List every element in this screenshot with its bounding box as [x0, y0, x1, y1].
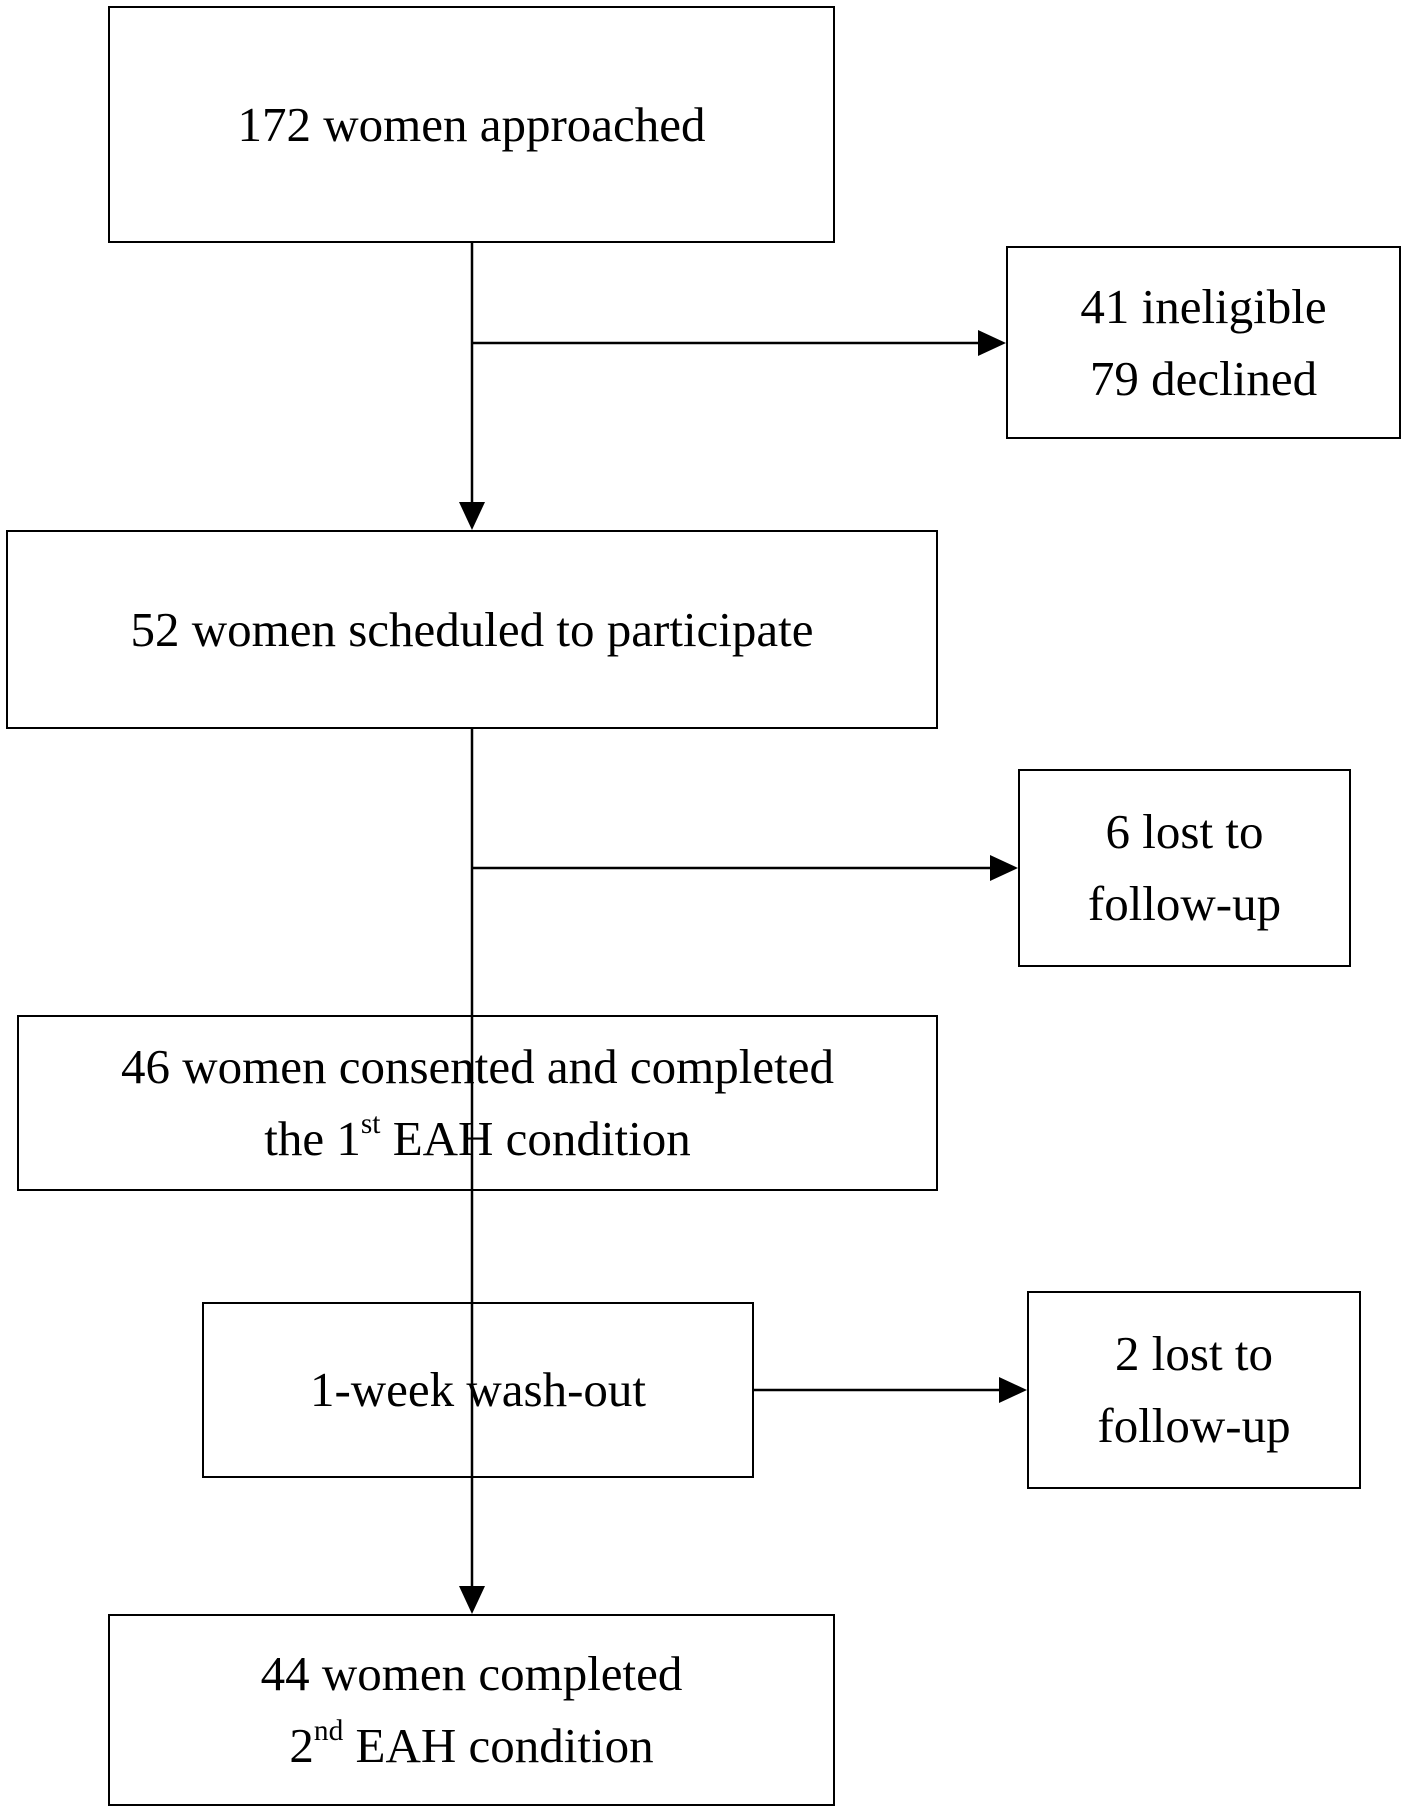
consented-line1-text: 46 women consented and completed — [120, 1039, 834, 1094]
consented-line2-pre: the 1 — [264, 1111, 361, 1166]
box-lost-followup-1: 6 lost to follow-up — [1018, 769, 1351, 967]
consented-line2-sup: st — [360, 1107, 381, 1140]
excluded-declined-text: 79 declined — [1089, 350, 1318, 406]
completed-line2: 2nd EAH condition — [261, 1710, 683, 1782]
box-excluded: 41 ineligible 79 declined — [1006, 246, 1401, 439]
arrowhead-down-scheduled — [459, 502, 485, 530]
box-scheduled: 52 women scheduled to participate — [6, 530, 938, 729]
lost2-followup-text: follow-up — [1097, 1398, 1291, 1453]
box-completed: 44 women completed 2nd EAH condition — [108, 1614, 835, 1806]
lost2-count-text: 2 lost to — [1115, 1326, 1273, 1381]
scheduled-text: 52 women scheduled to participate — [130, 601, 814, 657]
completed-line2-pre: 2 — [289, 1718, 314, 1773]
consented-line2-post: EAH condition — [380, 1111, 691, 1166]
completed-line2-post: EAH condition — [343, 1718, 654, 1773]
arrowhead-right-excluded — [978, 330, 1006, 356]
completed-line2-sup: nd — [313, 1714, 344, 1747]
box-washout: 1-week wash-out — [202, 1302, 754, 1478]
washout-text: 1-week wash-out — [309, 1362, 647, 1417]
arrowhead-right-lost1 — [990, 855, 1018, 881]
arrowhead-down-completed — [459, 1586, 485, 1614]
lost1-count-text: 6 lost to — [1105, 804, 1264, 859]
box-approached: 172 women approached — [108, 6, 835, 243]
box-lost-followup-2: 2 lost to follow-up — [1027, 1291, 1361, 1489]
approached-text: 172 women approached — [237, 96, 706, 152]
excluded-ineligible-text: 41 ineligible — [1080, 278, 1327, 334]
completed-line1-text: 44 women completed — [260, 1646, 683, 1701]
box-consented: 46 women consented and completed the 1st… — [17, 1015, 938, 1191]
consented-line2: the 1st EAH condition — [121, 1103, 834, 1175]
lost1-followup-text: follow-up — [1087, 876, 1282, 931]
arrowhead-right-lost2 — [999, 1377, 1027, 1403]
